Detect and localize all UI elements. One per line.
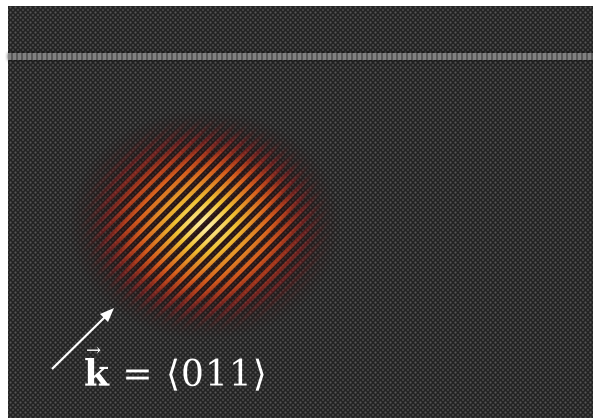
interface-boundary bbox=[8, 53, 593, 60]
direction-label: ⟨011⟩ bbox=[166, 354, 268, 395]
equals-sign: = bbox=[109, 354, 167, 395]
vector-symbol: k bbox=[84, 342, 110, 392]
wave-vector-label: k = ⟨011⟩ bbox=[84, 342, 268, 395]
top-margin bbox=[8, 0, 593, 6]
